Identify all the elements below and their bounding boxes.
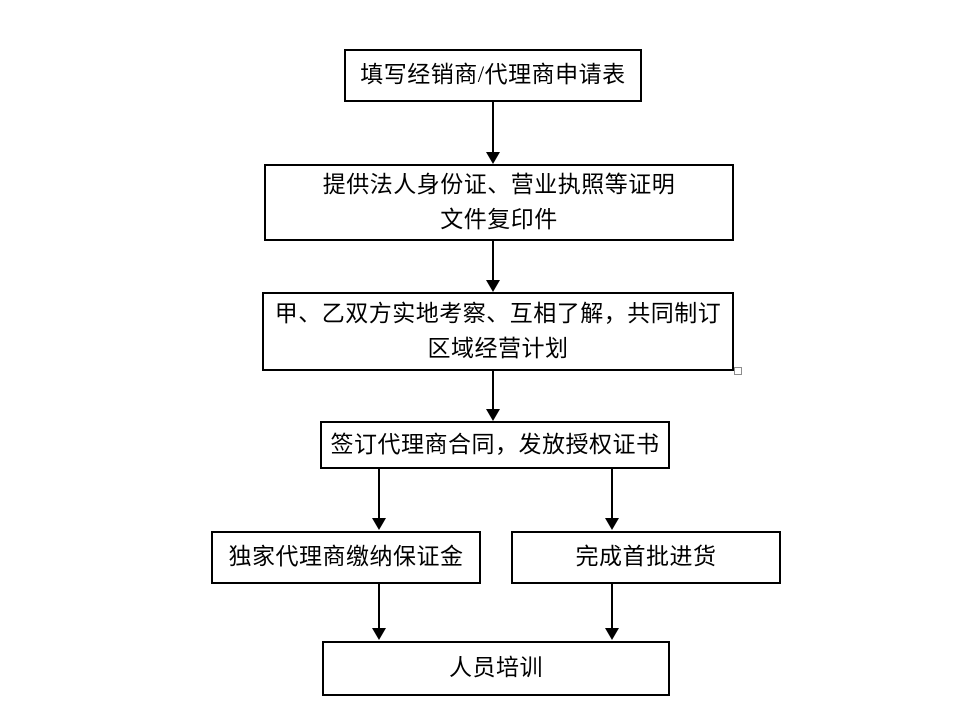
flow-node-text-line-1: 提供法人身份证、营业执照等证明 — [322, 171, 676, 197]
arrow-head-icon — [486, 280, 500, 292]
flow-node-text-line-2: 文件复印件 — [440, 206, 558, 232]
arrow-stem — [492, 241, 494, 280]
flow-node-training[interactable]: 人员培训 — [322, 641, 670, 696]
arrow-head-icon — [372, 518, 386, 530]
arrow-head-icon — [486, 152, 500, 164]
flow-node-text: 独家代理商缴纳保证金 — [228, 544, 464, 570]
arrow-stem — [492, 371, 494, 409]
flow-node-text-line-2: 区域经营计划 — [427, 335, 569, 361]
arrow-head-icon — [605, 628, 619, 640]
selection-handle[interactable] — [734, 367, 742, 375]
flow-node-text: 完成首批进货 — [575, 544, 717, 570]
arrow-stem — [492, 102, 494, 152]
flow-node-deposit[interactable]: 独家代理商缴纳保证金 — [211, 531, 481, 584]
arrow-stem — [378, 584, 380, 628]
flow-node-text-line-1: 甲、乙双方实地考察、互相了解，共同制订 — [274, 300, 722, 326]
arrow-head-icon — [486, 409, 500, 421]
arrow-stem — [611, 469, 613, 518]
arrow-head-icon — [372, 628, 386, 640]
flow-node-contract[interactable]: 签订代理商合同，发放授权证书 — [320, 421, 670, 469]
flow-node-first-order[interactable]: 完成首批进货 — [511, 531, 781, 584]
arrow-stem — [611, 584, 613, 628]
flow-node-text: 人员培训 — [449, 655, 543, 681]
flow-node-text: 填写经销商/代理商申请表 — [360, 62, 626, 88]
arrow-stem — [378, 469, 380, 518]
flow-node-documents[interactable]: 提供法人身份证、营业执照等证明 文件复印件 — [264, 164, 734, 241]
arrow-head-icon — [605, 518, 619, 530]
flow-node-text: 签订代理商合同，发放授权证书 — [330, 431, 660, 457]
flow-node-survey-plan[interactable]: 甲、乙双方实地考察、互相了解，共同制订 区域经营计划 — [262, 292, 734, 371]
flow-node-application-form[interactable]: 填写经销商/代理商申请表 — [344, 49, 642, 102]
